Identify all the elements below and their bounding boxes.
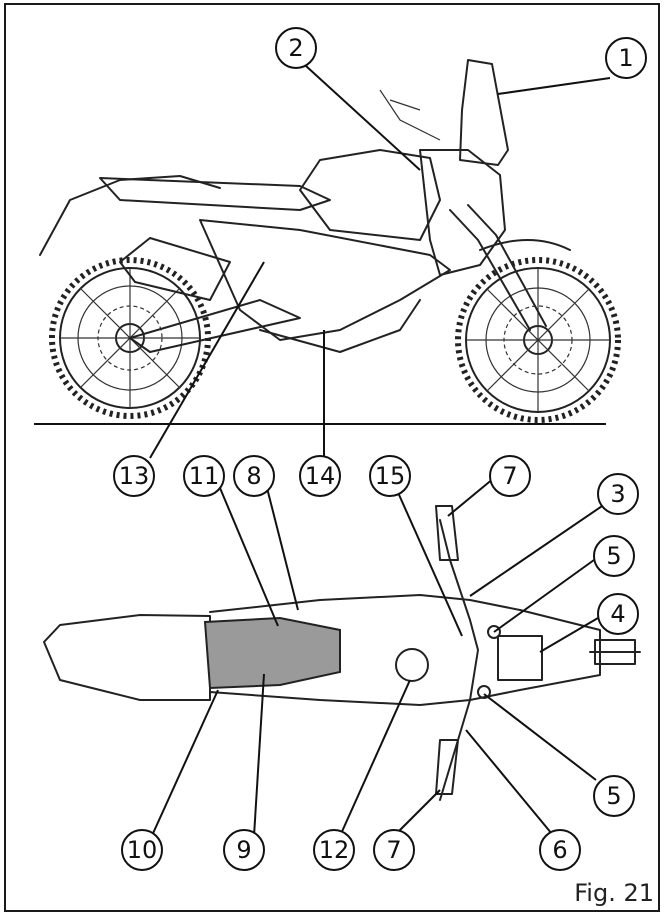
- callout-number: 7: [502, 462, 517, 490]
- callout-1: 1: [605, 37, 647, 79]
- callout-number: 10: [127, 836, 158, 864]
- callout-number: 12: [319, 836, 350, 864]
- front-fork: [449, 204, 547, 331]
- callout-10: 10: [121, 829, 163, 871]
- front-wheel: [455, 257, 621, 423]
- callout-number: 4: [610, 600, 625, 628]
- callout-8: 8: [233, 455, 275, 497]
- callout-number: 8: [246, 462, 261, 490]
- callout-circle: [593, 535, 635, 577]
- callout-6: 6: [539, 829, 581, 871]
- windscreen: [459, 59, 509, 166]
- callout-number: 9: [236, 836, 251, 864]
- callout-2: 2: [275, 27, 317, 69]
- callout-4: 4: [597, 593, 639, 635]
- callout-circle: [121, 829, 163, 871]
- mirror-left: [487, 625, 501, 639]
- callout-3: 3: [597, 473, 639, 515]
- callout-number: 1: [618, 44, 633, 72]
- callout-number: 7: [386, 836, 401, 864]
- engine-skid-plate: [259, 299, 421, 353]
- callout-number: 11: [189, 462, 220, 490]
- callout-circle: [183, 455, 225, 497]
- callout-11: 11: [183, 455, 225, 497]
- callout-9: 9: [223, 829, 265, 871]
- callout-circle: [313, 829, 355, 871]
- callout-13: 13: [113, 455, 155, 497]
- figure-frame: [4, 3, 660, 912]
- frame-side: [199, 219, 451, 341]
- top-view-motorcycle: [43, 505, 641, 801]
- callout-14: 14: [299, 455, 341, 497]
- callout-5: 5: [593, 535, 635, 577]
- callout-circle: [233, 455, 275, 497]
- rear-fender: [39, 175, 221, 256]
- callout-circle: [223, 829, 265, 871]
- callout-circle: [597, 473, 639, 515]
- callout-7: 7: [373, 829, 415, 871]
- callout-number: 6: [552, 836, 567, 864]
- side-view-motorcycle: [34, 59, 621, 425]
- seat-side: [99, 177, 331, 211]
- callout-number: 2: [288, 34, 303, 62]
- callout-number: 13: [119, 462, 150, 490]
- handlebar-top: [439, 519, 479, 801]
- callout-circle: [539, 829, 581, 871]
- hand-guard-top: [435, 505, 459, 561]
- callout-circle: [593, 775, 635, 817]
- callout-7: 7: [489, 455, 531, 497]
- callout-number: 3: [610, 480, 625, 508]
- seat-top: [203, 616, 341, 690]
- callout-circle: [489, 455, 531, 497]
- callout-circle: [113, 455, 155, 497]
- front-fender: [479, 239, 571, 251]
- callout-number: 15: [375, 462, 406, 490]
- callout-number: 14: [305, 462, 336, 490]
- callout-5: 5: [593, 775, 635, 817]
- hand-guard-bottom: [435, 739, 459, 795]
- callout-number: 5: [606, 782, 621, 810]
- callout-circle: [369, 455, 411, 497]
- fuel-cap: [395, 648, 429, 682]
- handlebar-side: [379, 89, 441, 141]
- leader-lines: [149, 65, 611, 841]
- callout-15: 15: [369, 455, 411, 497]
- front-wheel-top: [589, 639, 641, 665]
- rear-tail-top: [43, 614, 211, 701]
- callout-circle: [597, 593, 639, 635]
- callout-circle: [605, 37, 647, 79]
- callout-number: 5: [606, 542, 621, 570]
- mirror-right: [477, 685, 491, 699]
- fairing: [419, 149, 506, 276]
- callout-circle: [299, 455, 341, 497]
- dashboard: [497, 635, 543, 681]
- callout-12: 12: [313, 829, 355, 871]
- fuel-tank-side: [299, 149, 441, 241]
- callout-circle: [373, 829, 415, 871]
- swingarm: [129, 299, 301, 353]
- figure-label: Fig. 21: [574, 879, 654, 907]
- callout-circle: [275, 27, 317, 69]
- exhaust: [119, 237, 231, 301]
